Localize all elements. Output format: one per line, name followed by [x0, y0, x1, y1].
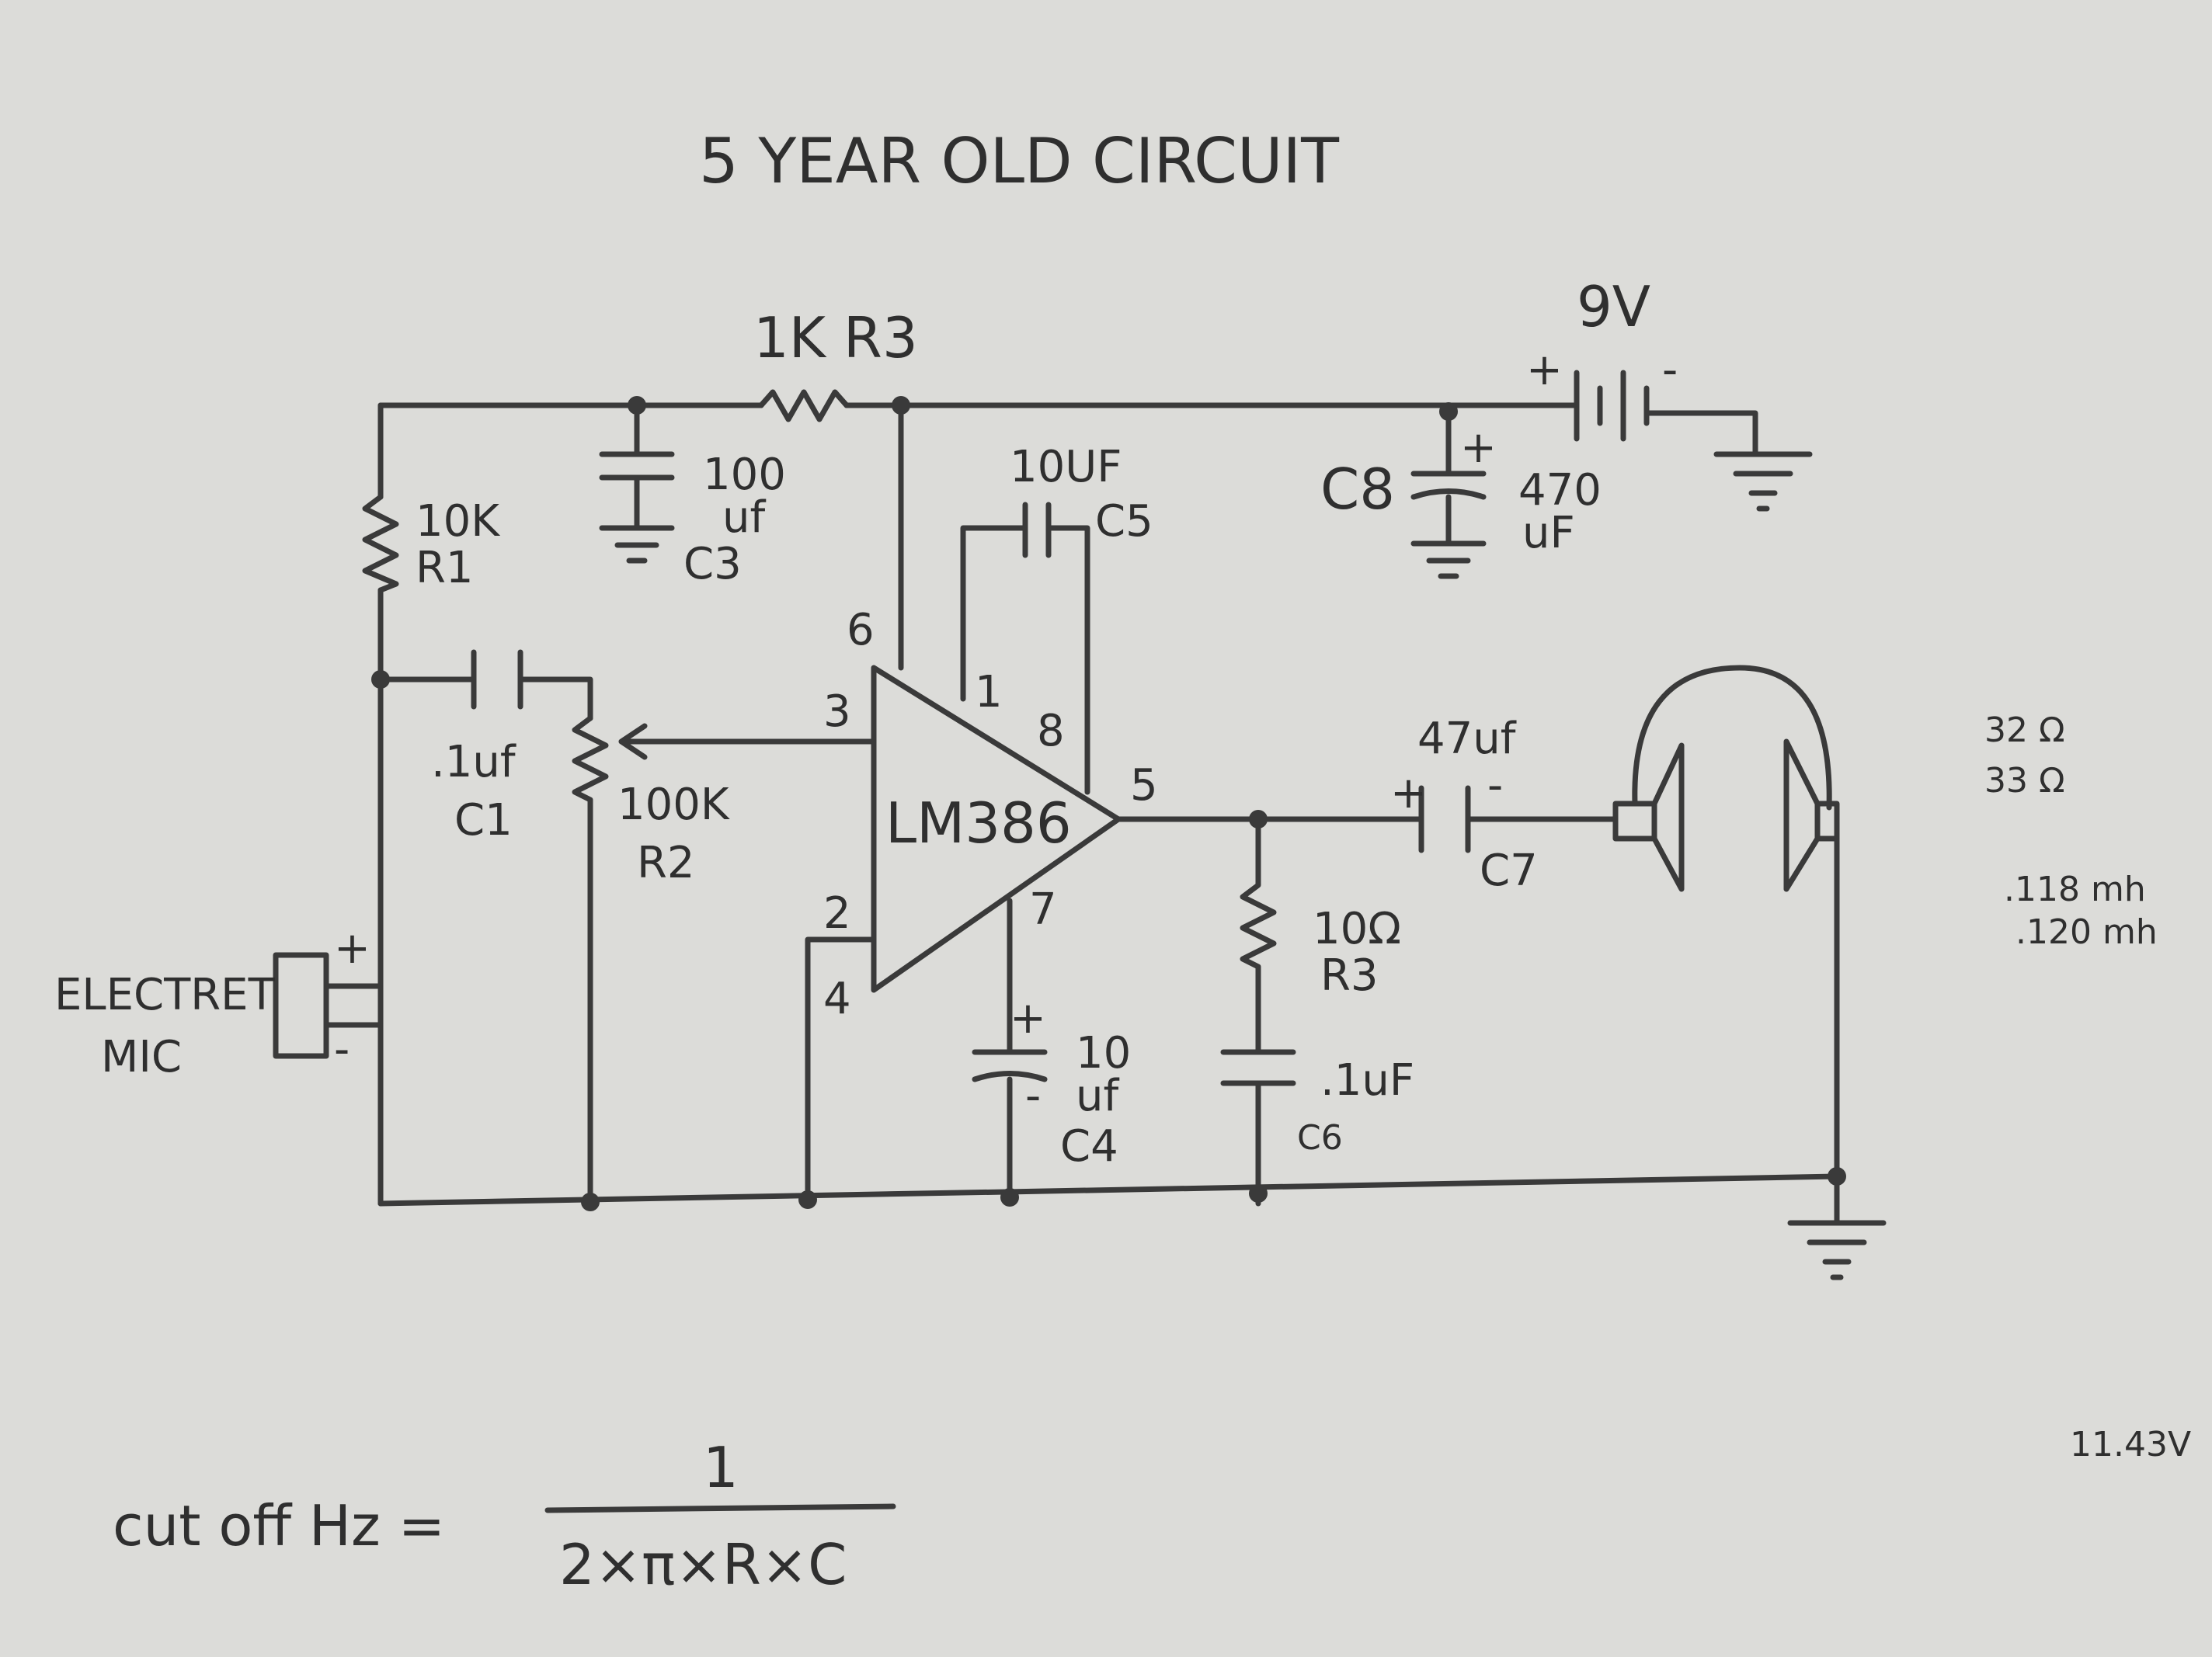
title: 5 YEAR OLD CIRCUIT: [699, 125, 1340, 197]
node-c6-ground: [1249, 1184, 1268, 1203]
pin3-label: 3: [823, 686, 851, 737]
r2-wiper: [618, 723, 877, 760]
voltage-note: 11.43V: [2070, 1425, 2191, 1464]
c3-name: C3: [683, 539, 742, 589]
c7-name: C7: [1480, 846, 1538, 896]
r1-resistor: [362, 494, 399, 593]
mic-label-1: ELECTRET: [54, 970, 276, 1020]
r-out-name: R3: [1320, 950, 1379, 1001]
mic-plus: +: [334, 923, 370, 974]
c4-plus: +: [1010, 993, 1046, 1044]
formula-denominator: 2×π×R×C: [559, 1532, 847, 1597]
c8-capacitor: [1410, 408, 1487, 579]
r1-name: R1: [416, 543, 474, 593]
c5-capacitor: [1022, 502, 1052, 558]
pin4-label: 4: [823, 974, 851, 1024]
formula-numerator: 1: [703, 1435, 739, 1500]
c6-capacitor: [1220, 1049, 1296, 1207]
c6-value: .1uF: [1320, 1055, 1414, 1106]
c1-value: .1uf: [431, 737, 516, 787]
c4-value-2: uf: [1076, 1071, 1119, 1121]
electret-mic-icon: [273, 952, 384, 1059]
r2-name: R2: [637, 838, 695, 888]
bottom-ground-rail: [377, 1173, 1840, 1226]
battery-minus: -: [1662, 345, 1678, 395]
pin8-label: 8: [1037, 706, 1065, 756]
ground-battery: [1713, 451, 1813, 512]
c7-minus: -: [1487, 760, 1503, 811]
c7-plus: +: [1390, 768, 1427, 818]
c5-loop: [960, 525, 1090, 795]
mic-minus: -: [334, 1024, 350, 1075]
node-r2-ground: [581, 1193, 600, 1211]
battery-plus: +: [1526, 345, 1563, 395]
c4-minus: -: [1025, 1071, 1041, 1121]
node-c4-ground: [1000, 1188, 1019, 1207]
r3-top-resistor: [758, 389, 850, 422]
r2-potentiometer: [572, 715, 609, 1207]
node-pin4-ground: [798, 1190, 817, 1209]
pin2-label: 2: [823, 888, 851, 939]
formula-lhs: cut off Hz =: [113, 1493, 445, 1558]
r2-value: 100K: [617, 780, 730, 830]
formula-fraction-bar: [544, 1503, 896, 1513]
pin7-label: 7: [1029, 884, 1057, 935]
c8-value-2: uF: [1522, 508, 1575, 558]
c1-name: C1: [454, 795, 513, 846]
c8-plus: +: [1460, 422, 1497, 473]
battery-voltage: 9V: [1577, 274, 1650, 339]
c1-wires: [377, 676, 593, 721]
c7-value: 47uf: [1417, 714, 1517, 764]
inductance-note-1: .118 mh: [2004, 870, 2146, 909]
pin1-label: 1: [975, 667, 1003, 717]
c3-value-2: uf: [722, 492, 766, 543]
impedance-note-2: 33 Ω: [1984, 761, 2065, 801]
ground-main: [1787, 1220, 1887, 1280]
c7-capacitor: [1418, 785, 1471, 853]
r-out-resistor: [1240, 816, 1277, 1055]
pin5-label: 5: [1130, 760, 1158, 811]
c3-capacitor: [599, 402, 675, 564]
lm386-amplifier: [871, 665, 1122, 993]
c5-value: 10UF: [1010, 442, 1122, 492]
mic-label-2: MIC: [101, 1032, 182, 1082]
pin2-4-wire: [805, 936, 877, 1207]
c1-capacitor: [471, 649, 523, 710]
r-out-value: 10Ω: [1313, 904, 1401, 954]
inductance-note-2: .120 mh: [2015, 912, 2158, 952]
r1-value: 10K: [416, 496, 500, 547]
c4-capacitor: [972, 898, 1048, 1207]
lm386-label: LM386: [885, 790, 1072, 856]
c6-name: C6: [1297, 1118, 1343, 1158]
r3-top-label: 1K R3: [753, 305, 918, 370]
c4-value-1: 10: [1076, 1028, 1131, 1079]
c4-name: C4: [1060, 1121, 1118, 1172]
battery: [1550, 370, 1758, 457]
c8-value-1: 470: [1518, 465, 1602, 516]
headphones-icon: [1612, 665, 1840, 892]
c5-name: C5: [1095, 496, 1153, 547]
impedance-note-1: 32 Ω: [1984, 710, 2065, 750]
pin6-label: 6: [847, 605, 875, 655]
c3-value-1: 100: [703, 450, 786, 500]
c8-name: C8: [1320, 457, 1395, 522]
